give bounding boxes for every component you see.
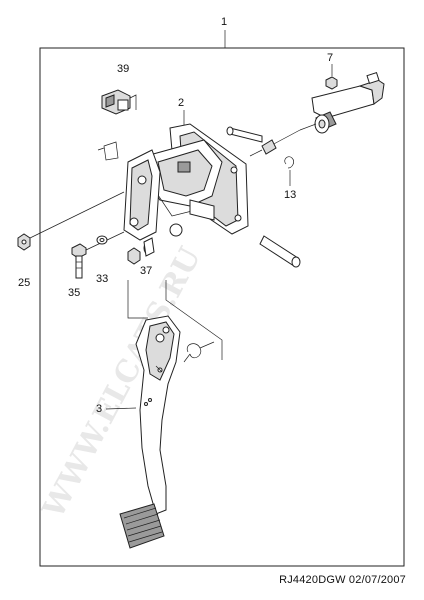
- alignment-line: [165, 280, 223, 360]
- assembly-frame: [39, 47, 405, 567]
- callout-1: 1: [221, 16, 227, 28]
- callout-25: 25: [18, 277, 30, 289]
- nut-part-7: [325, 76, 338, 90]
- callout-13: 13: [284, 189, 296, 201]
- callout-39: 39: [117, 63, 129, 75]
- callout-7: 7: [327, 52, 333, 64]
- side-plate: [123, 149, 161, 241]
- pedal-shaft-pin: [259, 235, 301, 268]
- pivot-pin: [226, 126, 263, 143]
- clutch-pedal-part-3: [135, 315, 181, 515]
- stopper-ball: [169, 223, 183, 237]
- callout-3: 3: [96, 403, 102, 415]
- clutch-pushrod: [249, 139, 277, 157]
- callout-33: 33: [96, 273, 108, 285]
- callout-35: 35: [68, 287, 80, 299]
- switch-part-39: [101, 89, 137, 115]
- retainer-clip: [97, 141, 119, 161]
- clip-part-13: [284, 156, 294, 169]
- bushing-part-37: [127, 237, 155, 265]
- bolt-part-35: [71, 243, 87, 279]
- alignment-line: [127, 280, 148, 319]
- pedal-bracket-part-2: [145, 123, 249, 235]
- nut-part-25: [17, 233, 31, 251]
- pedal-pad: [119, 503, 165, 549]
- return-spring: [183, 341, 215, 363]
- clutch-master-cylinder: [269, 72, 385, 147]
- callout-37: 37: [140, 265, 152, 277]
- diagram-reference-code: RJ4420DGW 02/07/2007: [279, 574, 406, 586]
- washer-part-33: [96, 235, 108, 245]
- callout-2: 2: [178, 97, 184, 109]
- watermark: WWW.ELCATS.RU: [36, 242, 209, 525]
